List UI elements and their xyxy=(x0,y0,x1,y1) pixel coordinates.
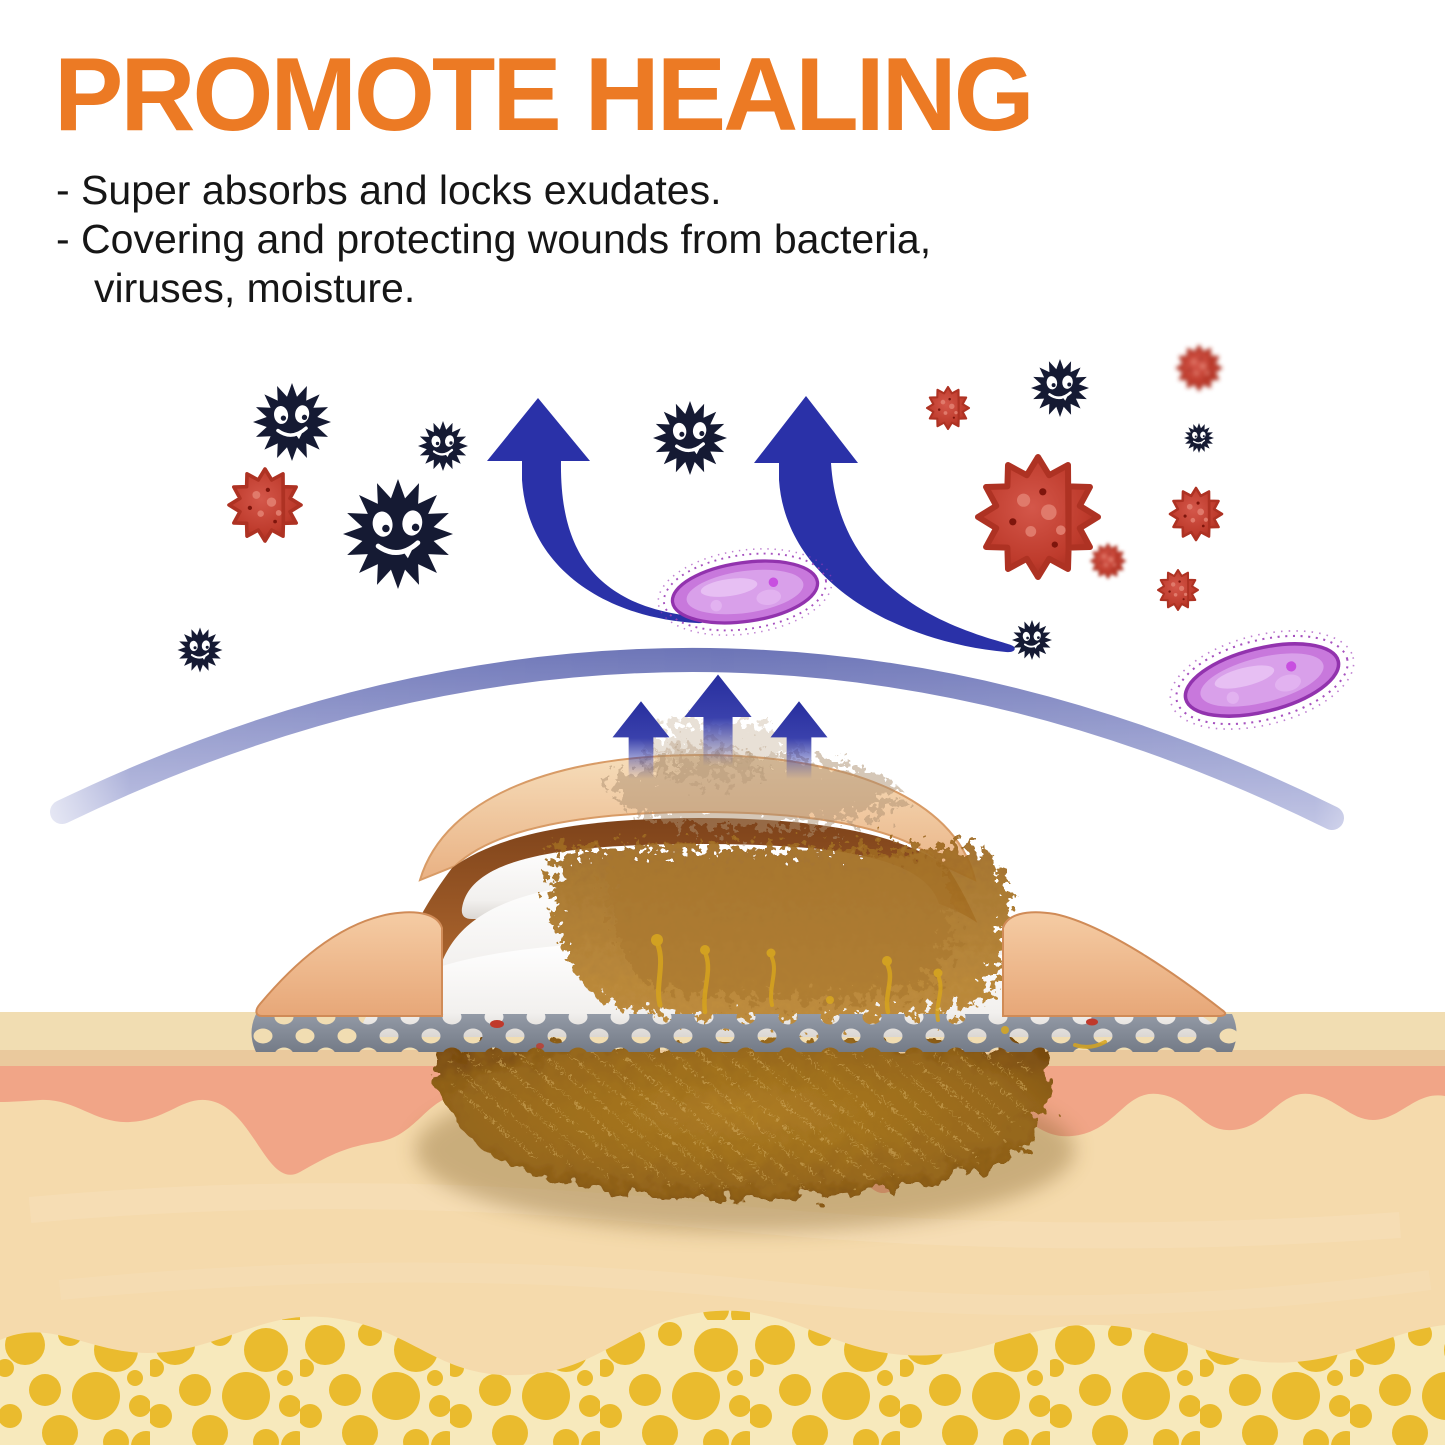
bullet-line-1: - Super absorbs and locks exudates. xyxy=(56,167,722,213)
wound-dressing xyxy=(359,722,1221,1037)
exudate-splashes xyxy=(651,934,1107,1049)
red-virus-icon xyxy=(978,457,1098,577)
mesh-red-specks xyxy=(490,1018,1098,1049)
absorbed-exudate xyxy=(551,848,1012,1025)
red-virus-icon xyxy=(1168,486,1224,542)
black-germ-icon xyxy=(1183,422,1215,454)
black-germ-icon xyxy=(416,419,470,473)
bullet-line-2: - Covering and protecting wounds from ba… xyxy=(56,216,932,262)
vapor-arrows xyxy=(612,674,828,783)
vapor-arrow-icon xyxy=(684,674,752,771)
red-virus-icon xyxy=(227,467,303,543)
feature-bullets: - Super absorbs and locks exudates. - Co… xyxy=(56,166,931,313)
red-virus-icon xyxy=(1090,543,1126,579)
skin-fat-layer xyxy=(0,1310,1445,1445)
red-virus-icon xyxy=(1156,568,1200,612)
escape-arrow-left xyxy=(487,398,705,624)
red-virus-icon xyxy=(925,385,971,431)
adhesive-wing-right xyxy=(1002,911,1227,1017)
black-germ-icon xyxy=(651,399,729,477)
purple-bacteria-icon xyxy=(1158,611,1366,749)
barrier-arc xyxy=(50,648,1344,830)
black-germ-icon xyxy=(343,479,453,589)
page-title: PROMOTE HEALING xyxy=(54,37,1035,153)
vapor-arrow-icon xyxy=(612,701,670,783)
microbes-layer xyxy=(176,344,1366,749)
wound-exudate xyxy=(415,1044,1075,1232)
black-germ-icon xyxy=(176,626,224,674)
black-germ-icon xyxy=(1029,357,1091,419)
bullet-line-3: viruses, moisture. xyxy=(94,265,416,311)
dome-stain xyxy=(610,722,900,828)
escape-arrow-right xyxy=(754,396,1015,653)
red-virus-icon xyxy=(1175,344,1223,392)
black-germ-icon xyxy=(251,381,333,463)
black-germ-icon xyxy=(1011,619,1053,661)
adhesive-wing-left xyxy=(255,911,443,1017)
vapor-arrow-icon xyxy=(770,701,828,783)
